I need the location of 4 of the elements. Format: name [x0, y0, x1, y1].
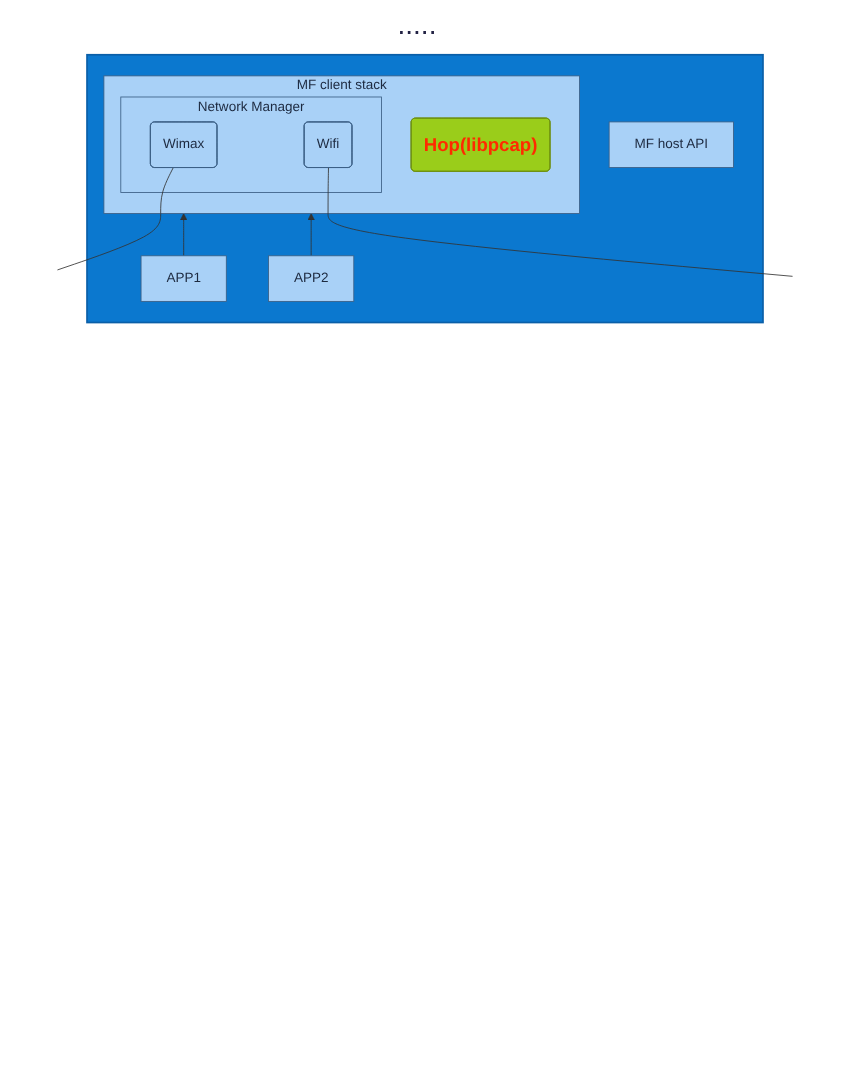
cluster: [86, 53, 764, 324]
ellipsis-text: .....: [397, 8, 437, 40]
connector: [327, 167, 793, 277]
connector: [57, 167, 174, 271]
